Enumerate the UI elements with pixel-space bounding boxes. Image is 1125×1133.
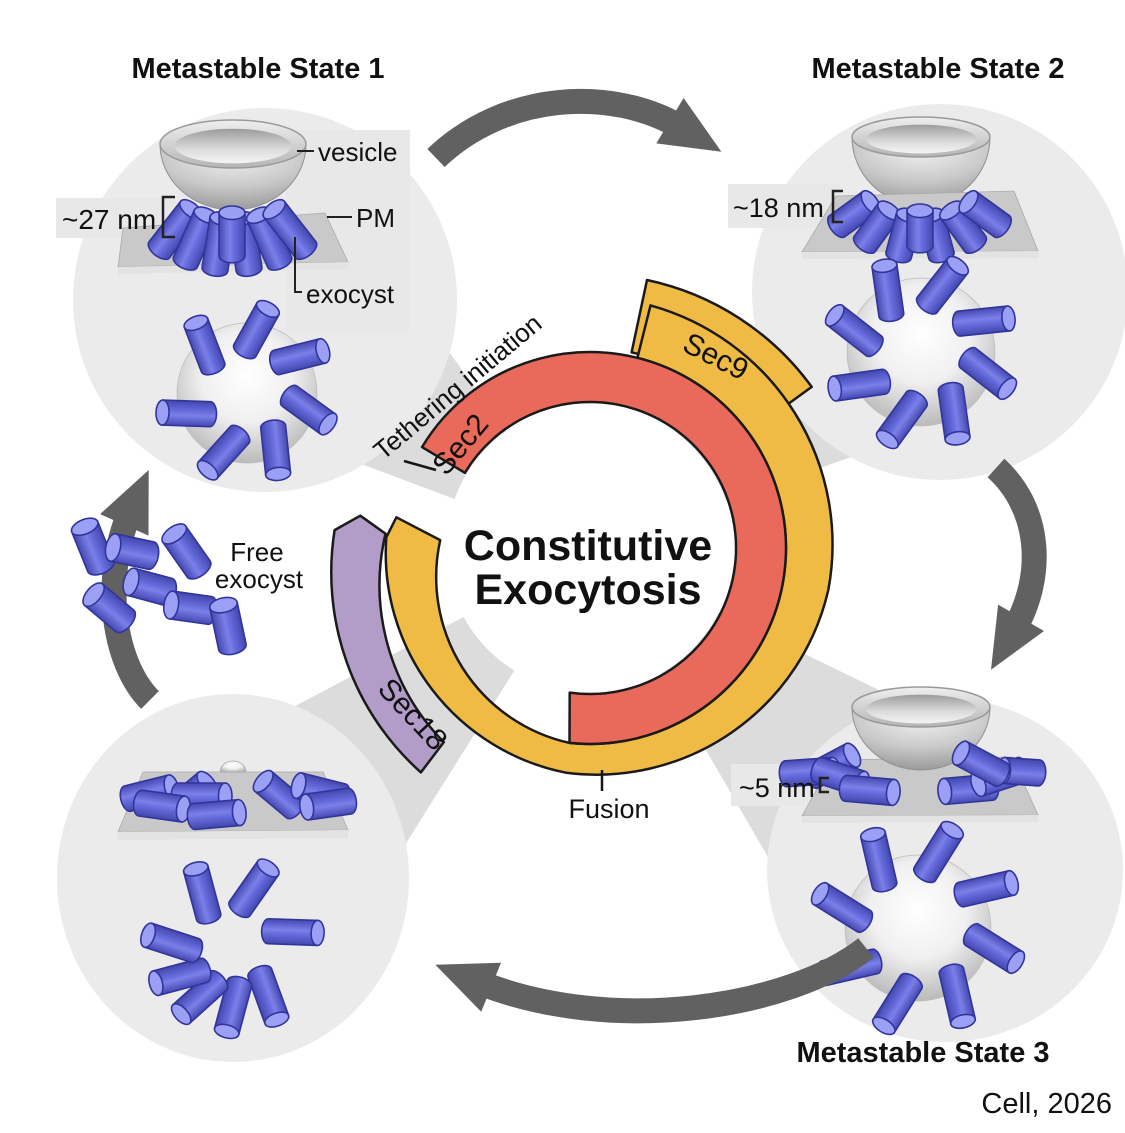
- cycle-arrows: [427, 88, 1047, 1024]
- exocyst-cylinder: [162, 590, 218, 626]
- fused-membrane-bump: [219, 760, 247, 773]
- exocyst-cylinder: [906, 203, 934, 254]
- exocyst-cylinder: [875, 389, 929, 450]
- exocyst-cylinder: [70, 517, 115, 576]
- cycle-title-line1: Constitutive: [464, 522, 712, 570]
- exocyst-cylinder: [838, 774, 901, 807]
- exocyst-cylinder: [958, 189, 1013, 239]
- exocyst-cylinder: [262, 198, 318, 261]
- exocyst-cylinder: [122, 567, 178, 607]
- exocyst-cylinder: [915, 255, 970, 315]
- nm-bracket: [161, 195, 175, 239]
- ring-sec18-arc: [330, 514, 446, 774]
- exocyst-cylinder: [810, 881, 874, 934]
- exocyst-cylinder: [958, 346, 1018, 401]
- state3-title: Metastable State 3: [796, 1037, 1049, 1069]
- exocyst-cylinder: [871, 258, 905, 323]
- ring-interior: [446, 404, 734, 692]
- exocyst-cylinder: [260, 917, 325, 947]
- exocyst-cylinder: [859, 826, 898, 893]
- exocyst-cylinder: [937, 381, 971, 446]
- exocyst-cylinder: [259, 419, 292, 482]
- free-exocyst-label-line1: Free: [230, 537, 283, 567]
- vesicle-bowl: [851, 686, 991, 771]
- exocyst-cylinder: [852, 200, 902, 255]
- exocyst-cylinder: [183, 314, 226, 376]
- exocyst-cylinder: [186, 798, 247, 831]
- exocyst-cylinder: [148, 957, 212, 997]
- exocyst-cylinder: [951, 305, 1016, 337]
- ring-sec2-arc: [420, 350, 788, 746]
- exocyst-cylinder: [953, 869, 1020, 908]
- exocyst-cylinder: [871, 972, 924, 1036]
- exocyst-cylinder: [279, 384, 338, 436]
- cycle-arrow: [987, 458, 1047, 670]
- exocyst-cylinder: [824, 303, 884, 358]
- cycle-arrow: [435, 938, 874, 1024]
- state3-distance: ~5 nm: [739, 773, 815, 803]
- nm-bracket: [831, 189, 843, 224]
- cycle-ring: [330, 278, 834, 791]
- state2-illustration: [801, 116, 1039, 450]
- nm-bracket: [818, 776, 829, 794]
- state1-title: Metastable State 1: [131, 53, 384, 85]
- cycle-arrow: [427, 88, 722, 168]
- exocyst-cylinder: [962, 922, 1026, 975]
- free-exocyst-illustration: [70, 470, 247, 709]
- exocyst-cylinder: [82, 582, 137, 634]
- exocyst-cylinder: [208, 596, 247, 656]
- exocyst-cylinder: [161, 523, 212, 580]
- exocyst-cylinder: [228, 858, 280, 919]
- state1-illustration: [117, 119, 352, 482]
- fused-state-illustration: [117, 760, 358, 1040]
- exocyst-cylinder: [247, 964, 290, 1028]
- exocyst-cylinder: [213, 975, 253, 1040]
- state2-distance: ~18 nm: [733, 193, 824, 223]
- exocyst-cylinder: [938, 963, 977, 1030]
- exocyst-cylinder: [232, 299, 281, 360]
- exocyst-cylinder: [951, 740, 1011, 788]
- exocyst-cylinder: [268, 337, 331, 376]
- exocyst-label: exocyst: [306, 279, 395, 309]
- state3-illustration: [778, 686, 1047, 1036]
- pm-label: PM: [356, 203, 395, 233]
- tethering-tick: [403, 459, 437, 472]
- exocyst-cylinder: [139, 922, 204, 964]
- fusion-label: Fusion: [568, 794, 649, 824]
- exocyst-cylinder: [218, 205, 246, 264]
- exocyst-cylinder: [938, 200, 988, 255]
- state1-distance: ~27 nm: [62, 204, 156, 235]
- cycle-title-line2: Exocytosis: [474, 566, 701, 614]
- exocyst-cylinder: [104, 532, 160, 571]
- state2-title: Metastable State 2: [811, 53, 1064, 85]
- exocyst-cylinder: [182, 861, 222, 925]
- exocyst-cylinder: [827, 368, 892, 402]
- free-exocyst-label-line2: exocyst: [215, 564, 304, 594]
- exocyst-cylinder: [155, 399, 218, 428]
- label-line: [294, 237, 302, 293]
- vesicle-label: vesicle: [318, 137, 397, 167]
- exocyst-cylinder: [298, 787, 358, 821]
- vesicle-bowl: [159, 119, 307, 211]
- exocyst-cylinder: [912, 820, 965, 884]
- vesicle-bowl: [851, 116, 991, 206]
- journal-credit: Cell, 2026: [981, 1088, 1112, 1120]
- exocyst-cylinder: [196, 424, 251, 481]
